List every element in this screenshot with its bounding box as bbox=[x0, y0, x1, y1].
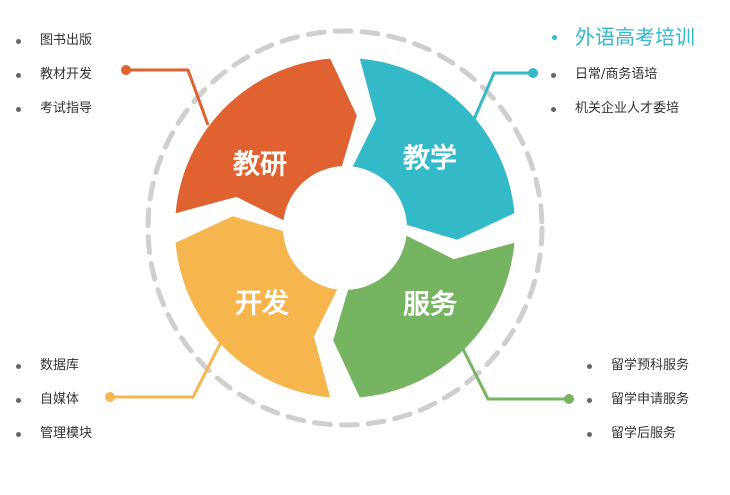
list-item: 管理模块 bbox=[15, 417, 92, 451]
list-item: 教材开发 bbox=[15, 58, 92, 92]
list-item: 数据库 bbox=[15, 349, 92, 383]
list-item: 图书出版 bbox=[15, 24, 92, 58]
list-top-right: 日常/商务语培 机关企业人才委培 bbox=[550, 58, 679, 126]
segment-label-service: 服务 bbox=[403, 290, 457, 321]
connector-top-right bbox=[470, 68, 538, 125]
dashed-ring bbox=[145, 28, 545, 428]
list-item: 考试指导 bbox=[15, 92, 92, 126]
segment-label-teaching: 教学 bbox=[403, 143, 457, 175]
list-bottom-left: 数据库 自媒体 管理模块 bbox=[15, 349, 92, 451]
top-right-title: 外语高考培训 bbox=[552, 22, 695, 52]
connector-bottom-right bbox=[460, 346, 574, 404]
list-bottom-right: 留学预科服务 留学申请服务 留学后服务 bbox=[586, 349, 689, 451]
segment-label-development: 开发 bbox=[235, 288, 289, 320]
list-item: 机关企业人才委培 bbox=[550, 92, 679, 126]
list-item: 日常/商务语培 bbox=[550, 58, 679, 92]
list-item: 留学申请服务 bbox=[586, 383, 689, 417]
connector-bottom-left bbox=[105, 339, 224, 402]
center-hole bbox=[283, 166, 407, 290]
segment-label-research: 教研 bbox=[233, 150, 287, 181]
connector-top-left bbox=[121, 65, 210, 126]
list-item: 留学后服务 bbox=[586, 417, 689, 451]
list-item: 自媒体 bbox=[15, 383, 92, 417]
list-top-left: 图书出版 教材开发 考试指导 bbox=[15, 24, 92, 126]
list-item: 留学预科服务 bbox=[586, 349, 689, 383]
